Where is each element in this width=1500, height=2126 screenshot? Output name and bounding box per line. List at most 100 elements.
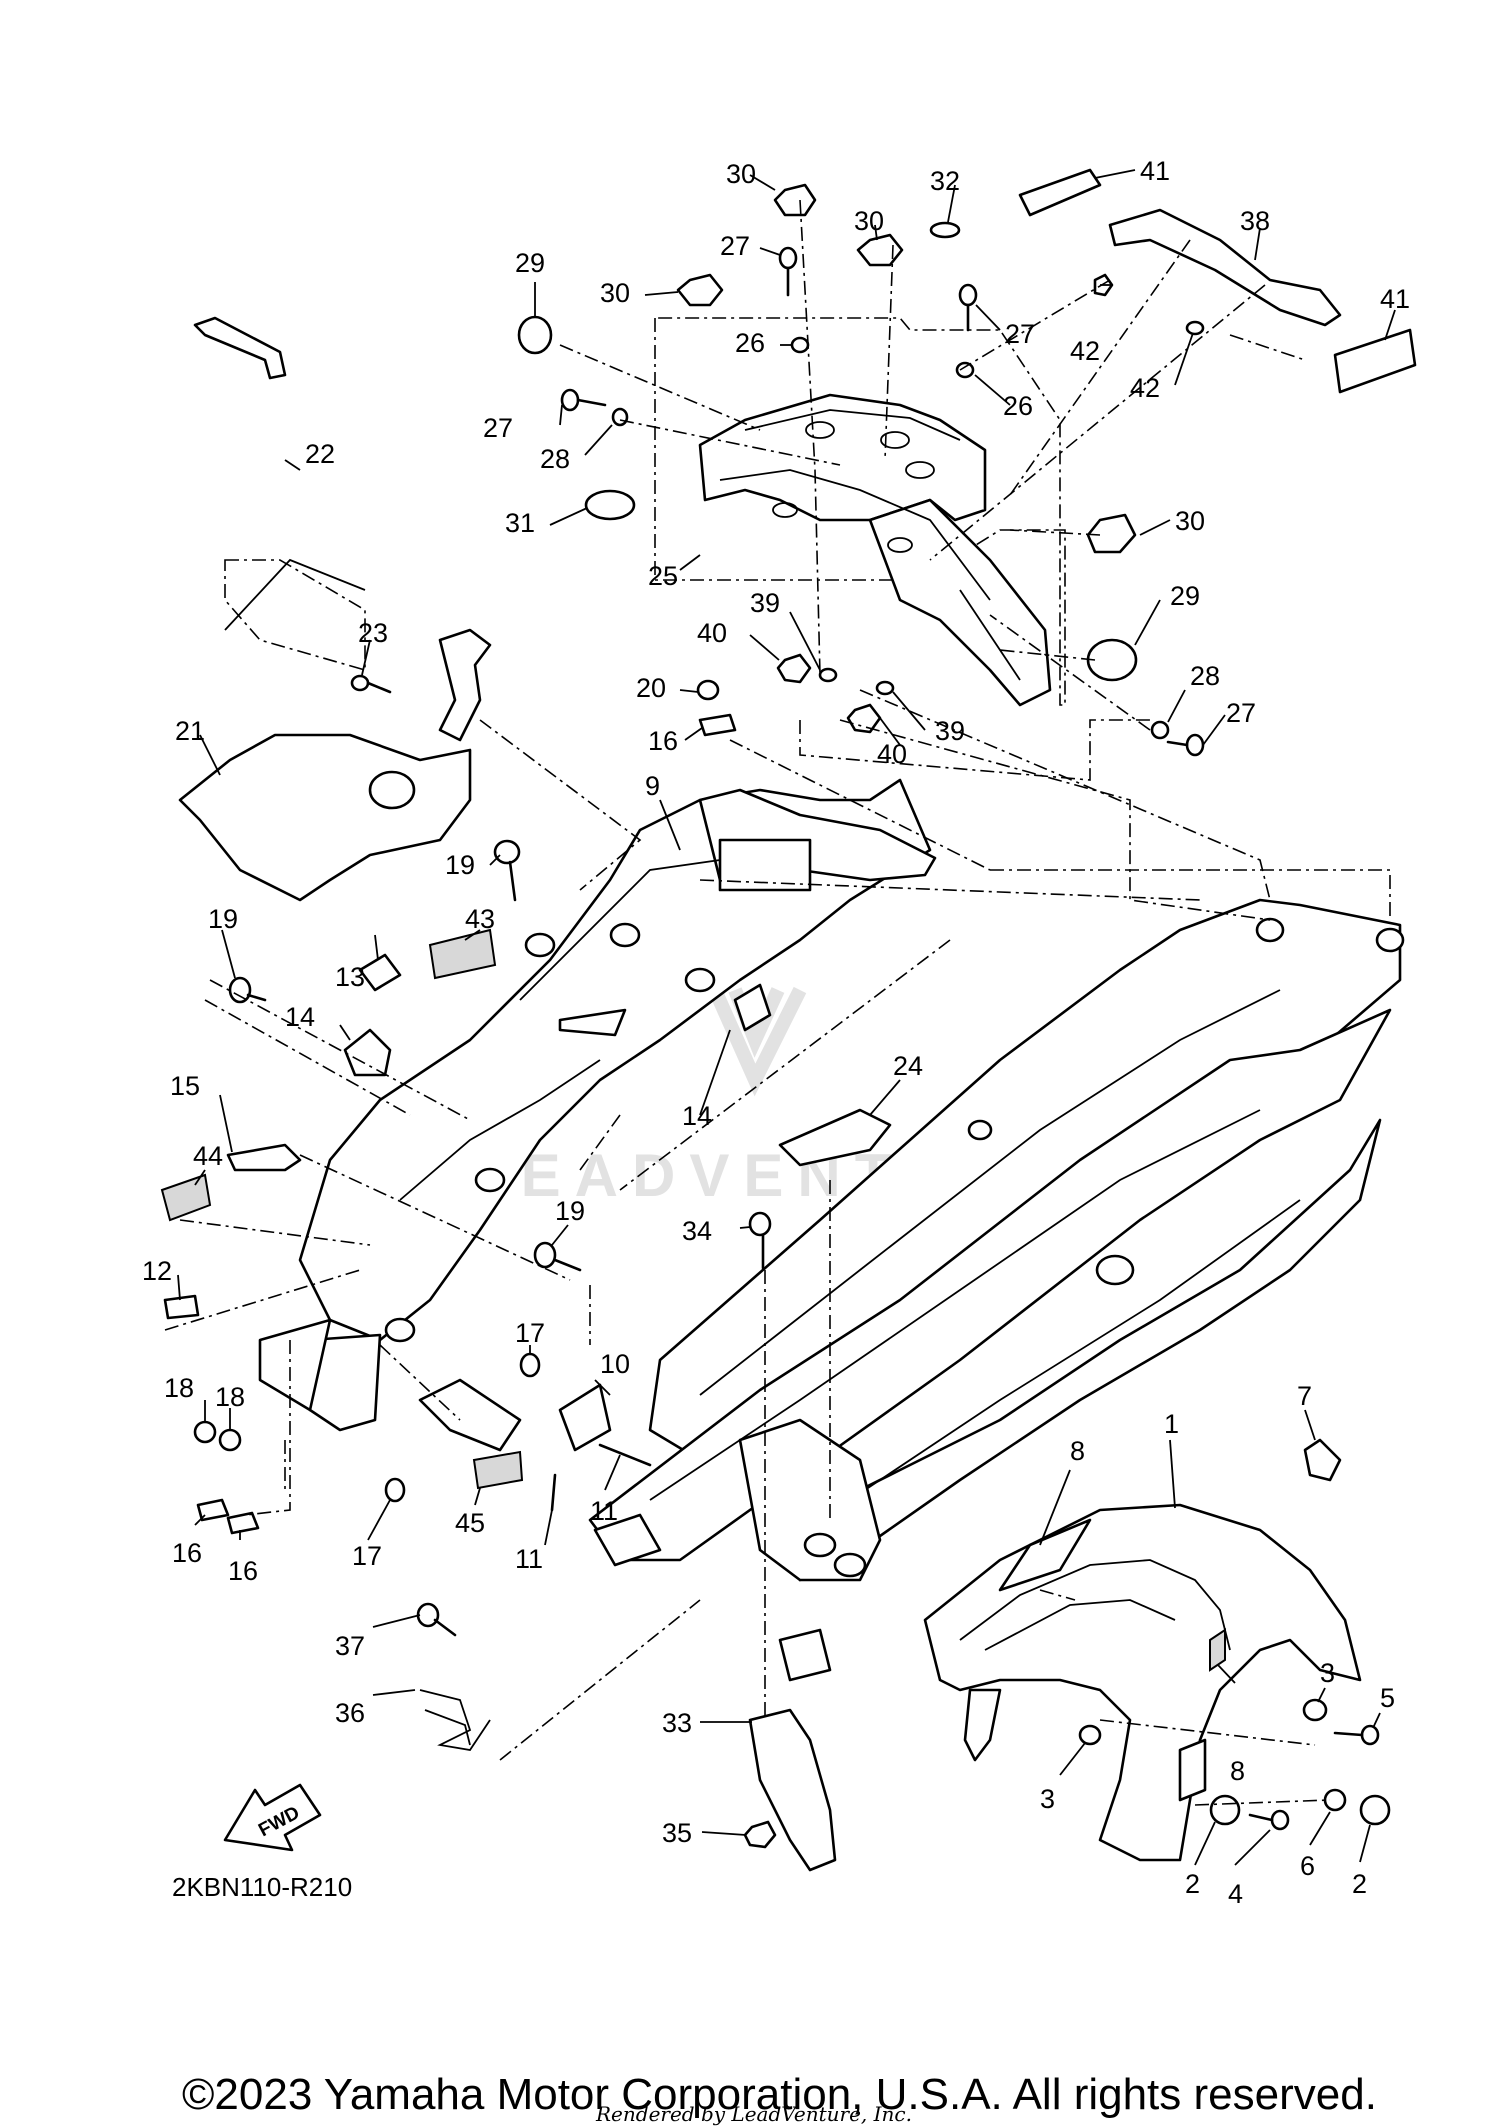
- callout-leaders: [177, 169, 1396, 1866]
- collar-26b: [955, 361, 975, 379]
- grommet-30a: [773, 183, 817, 217]
- callout-19a: 19: [445, 850, 475, 880]
- nut-16b: [196, 1498, 230, 1522]
- bolt-19b-head: [228, 976, 252, 1004]
- callout-18b: 18: [215, 1382, 245, 1412]
- pad-8b: [1209, 1628, 1226, 1672]
- reflector-bracket-assembly: [1018, 168, 1417, 394]
- callout-41b: 41: [1380, 284, 1410, 314]
- bolt-4-head: [1270, 1809, 1290, 1831]
- bolt-34-head: [748, 1211, 772, 1237]
- rivet-11b: [550, 1473, 557, 1512]
- holder-24: [778, 1108, 892, 1167]
- nut-16a: [698, 713, 737, 737]
- reflector-41a: [1018, 168, 1102, 217]
- nut-40b: [846, 703, 882, 734]
- clip-14a: [343, 1028, 392, 1077]
- callout-3a: 3: [1320, 1658, 1335, 1688]
- callout-18a: 18: [164, 1373, 194, 1403]
- screw-37-head: [416, 1602, 440, 1628]
- clip-parts: [160, 679, 892, 1535]
- callout-12: 12: [142, 1256, 172, 1286]
- bolt-18a-head: [193, 1420, 217, 1444]
- screw-17b-head: [384, 1477, 406, 1503]
- callout-16a: 16: [648, 726, 678, 756]
- callout-39a: 39: [750, 588, 780, 618]
- grommet-2a: [1209, 1794, 1241, 1826]
- callout-27d: 27: [1226, 698, 1256, 728]
- callout-2b: 2: [1352, 1869, 1367, 1899]
- callout-32: 32: [930, 166, 960, 196]
- collar-26a: [790, 336, 810, 354]
- bolt-18b-head: [218, 1428, 242, 1452]
- clip-13: [358, 953, 402, 992]
- grommet-30d: [1086, 513, 1137, 554]
- callout-30d: 30: [1175, 506, 1205, 536]
- callout-17a: 17: [515, 1318, 545, 1348]
- callout-6: 6: [1300, 1851, 1315, 1881]
- callout-7: 7: [1297, 1381, 1312, 1411]
- screw-27c-head: [560, 388, 580, 412]
- callout-15: 15: [170, 1071, 200, 1101]
- bolt-19c-head: [533, 1241, 557, 1269]
- callout-41a: 41: [1140, 156, 1170, 186]
- pad-12: [163, 1294, 200, 1320]
- callout-25: 25: [648, 561, 678, 591]
- callout-29b: 29: [1170, 581, 1200, 611]
- callout-42b: 42: [1130, 373, 1160, 403]
- bolt-19a-head: [493, 839, 521, 865]
- bracket-38: [1108, 208, 1342, 327]
- callout-36: 36: [335, 1698, 365, 1728]
- callout-38: 38: [1240, 206, 1270, 236]
- collar-28a: [611, 407, 629, 427]
- stay-36-assembly: [416, 1602, 491, 1751]
- mud-flap-assembly: [743, 1211, 837, 1872]
- callout-17b: 17: [352, 1541, 382, 1571]
- callout-34: 34: [682, 1216, 712, 1246]
- callout-30c: 30: [600, 278, 630, 308]
- screw-17a-head: [519, 1352, 541, 1378]
- washer-39b: [875, 680, 895, 696]
- callout-40a: 40: [697, 618, 727, 648]
- callout-28a: 28: [540, 444, 570, 474]
- callout-14a: 14: [285, 1002, 315, 1032]
- clip-14b: [733, 983, 772, 1032]
- collar-6: [1323, 1788, 1347, 1812]
- nut-16c: [226, 1511, 260, 1535]
- callout-43: 43: [465, 904, 495, 934]
- collar-3b: [1302, 1698, 1328, 1722]
- label-43: [428, 928, 497, 980]
- callout-27a: 27: [720, 231, 750, 261]
- cap-32: [929, 221, 961, 239]
- collar-3a: [1078, 1724, 1102, 1746]
- screw-23-head: [350, 674, 370, 692]
- callout-14b: 14: [682, 1101, 712, 1131]
- callout-23: 23: [358, 618, 388, 648]
- stay-36: [419, 1689, 491, 1751]
- battery-box-assembly: [178, 316, 492, 902]
- callout-21: 21: [175, 716, 205, 746]
- damper-29a: [517, 315, 553, 355]
- bolt-35-head: [743, 1820, 777, 1849]
- callout-2a: 2: [1185, 1869, 1200, 1899]
- battery-band-22: [193, 316, 287, 380]
- rear-fender-9: [258, 778, 937, 1452]
- callout-30b: 30: [854, 206, 884, 236]
- callout-28b: 28: [1190, 661, 1220, 691]
- reference-lines: [164, 199, 1391, 1806]
- screw-27b-head: [958, 283, 978, 307]
- fwd-arrow-icon: FWD: [223, 1783, 322, 1852]
- callout-29a: 29: [515, 248, 545, 278]
- damper-29b: [1086, 638, 1138, 682]
- callout-33: 33: [662, 1708, 692, 1738]
- rivet-11a: [598, 1443, 652, 1467]
- callout-22: 22: [305, 439, 335, 469]
- rear-cover-assembly: [654, 317, 1066, 707]
- copyright-notice: ©2023 Yamaha Motor Corporation, U.S.A. A…: [182, 2070, 1377, 2119]
- callout-3b: 3: [1040, 1784, 1055, 1814]
- front-fender-1: [923, 1438, 1362, 1862]
- diagram-code: 2KBN110-R210: [172, 1872, 353, 1902]
- bolt-5-head: [1360, 1724, 1380, 1746]
- bolt-20-head: [696, 679, 720, 701]
